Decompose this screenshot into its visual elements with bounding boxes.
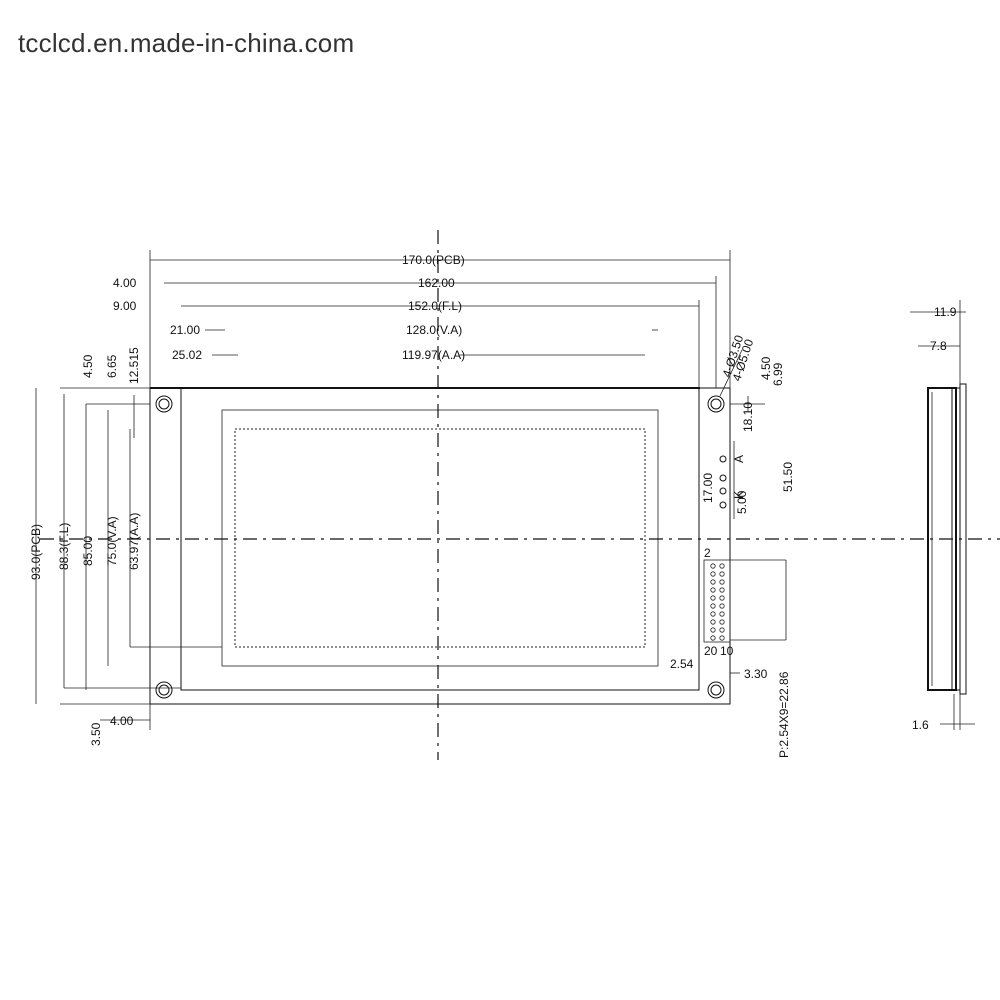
dim-s-78: 7.8 — [930, 339, 947, 353]
connector-pin — [719, 619, 725, 625]
dim-s-119: 11.9 — [934, 305, 957, 319]
dim-4-top: 4.00 — [113, 276, 137, 290]
connector-pin — [719, 635, 725, 641]
dim-r-1700: 17.00 — [701, 473, 715, 503]
connector-pin — [710, 595, 716, 601]
dim-s-16: 1.6 — [912, 718, 929, 732]
connector-pin — [719, 563, 725, 569]
dim-t-665: 6.65 — [105, 354, 119, 378]
connector-pin — [719, 595, 725, 601]
connector-pin — [719, 611, 725, 617]
dim-fl-height: 88.3(F.L) — [57, 523, 71, 570]
connector-pin — [719, 627, 725, 633]
watermark-text: tcclcd.en.made-in-china.com — [18, 28, 355, 58]
dim-r-330: 3.30 — [744, 667, 768, 681]
pin-2-label: 2 — [704, 546, 711, 560]
pin-20-label: 20 — [704, 644, 718, 658]
dim-aa-height: 63.97(A.A) — [127, 513, 141, 570]
side-view — [927, 383, 967, 695]
backlight-pins — [719, 455, 727, 509]
dim-21: 21.00 — [170, 323, 200, 337]
mounting-hole — [707, 395, 725, 413]
dim-85: 85.00 — [81, 536, 95, 566]
dim-aa-width: 119.97(A.A) — [402, 348, 465, 362]
connector-header — [703, 559, 731, 643]
dim-b-350: 3.50 — [89, 722, 103, 746]
connector-pin — [710, 611, 716, 617]
connector-pin — [710, 603, 716, 609]
mounting-hole — [707, 681, 725, 699]
mounting-hole — [155, 395, 173, 413]
connector-pin — [710, 579, 716, 585]
dim-pcb-width: 170.0(PCB) — [402, 253, 465, 267]
dim-r-699: 6.99 — [771, 362, 785, 386]
dim-r-5150: 51.50 — [781, 462, 795, 492]
connector-pin — [710, 627, 716, 633]
connector-pin — [719, 579, 725, 585]
active-area — [234, 428, 646, 648]
connector-pin — [710, 571, 716, 577]
dim-25: 25.02 — [172, 348, 202, 362]
dim-va-height: 75.0(V.A) — [105, 516, 119, 566]
viewing-area — [221, 409, 659, 667]
pitch-label: 2.54 — [670, 657, 694, 671]
pin-a-label: A — [732, 455, 746, 463]
connector-pin — [710, 563, 716, 569]
dim-t-450: 4.50 — [81, 354, 95, 378]
dim-9: 9.00 — [113, 299, 137, 313]
pcb-outline — [149, 387, 731, 705]
dim-va-width: 128.0(V.A) — [406, 323, 462, 337]
dim-t-12515: 12.515 — [127, 347, 141, 384]
dim-b-400: 4.00 — [110, 714, 134, 728]
connector-pin — [710, 635, 716, 641]
dim-pcb-height: 93.0(PCB) — [29, 524, 43, 580]
pin-10-label: 10 — [720, 644, 734, 658]
dim-r-500: 5.00 — [735, 490, 749, 514]
connector-pin — [710, 619, 716, 625]
dim-162: 162.00 — [418, 276, 455, 290]
dim-pitch-total: P:2.54X9=22.86 — [777, 671, 791, 758]
connector-pin — [719, 603, 725, 609]
pin-k-label: K — [732, 491, 746, 499]
connector-pin — [719, 571, 725, 577]
dim-fl-width: 152.0(F.L) — [408, 299, 462, 313]
mounting-hole — [155, 681, 173, 699]
connector-pin — [710, 587, 716, 593]
dim-r-1810: 18.10 — [741, 402, 755, 432]
connector-pin — [719, 587, 725, 593]
dim-r-450: 4.50 — [759, 356, 773, 380]
